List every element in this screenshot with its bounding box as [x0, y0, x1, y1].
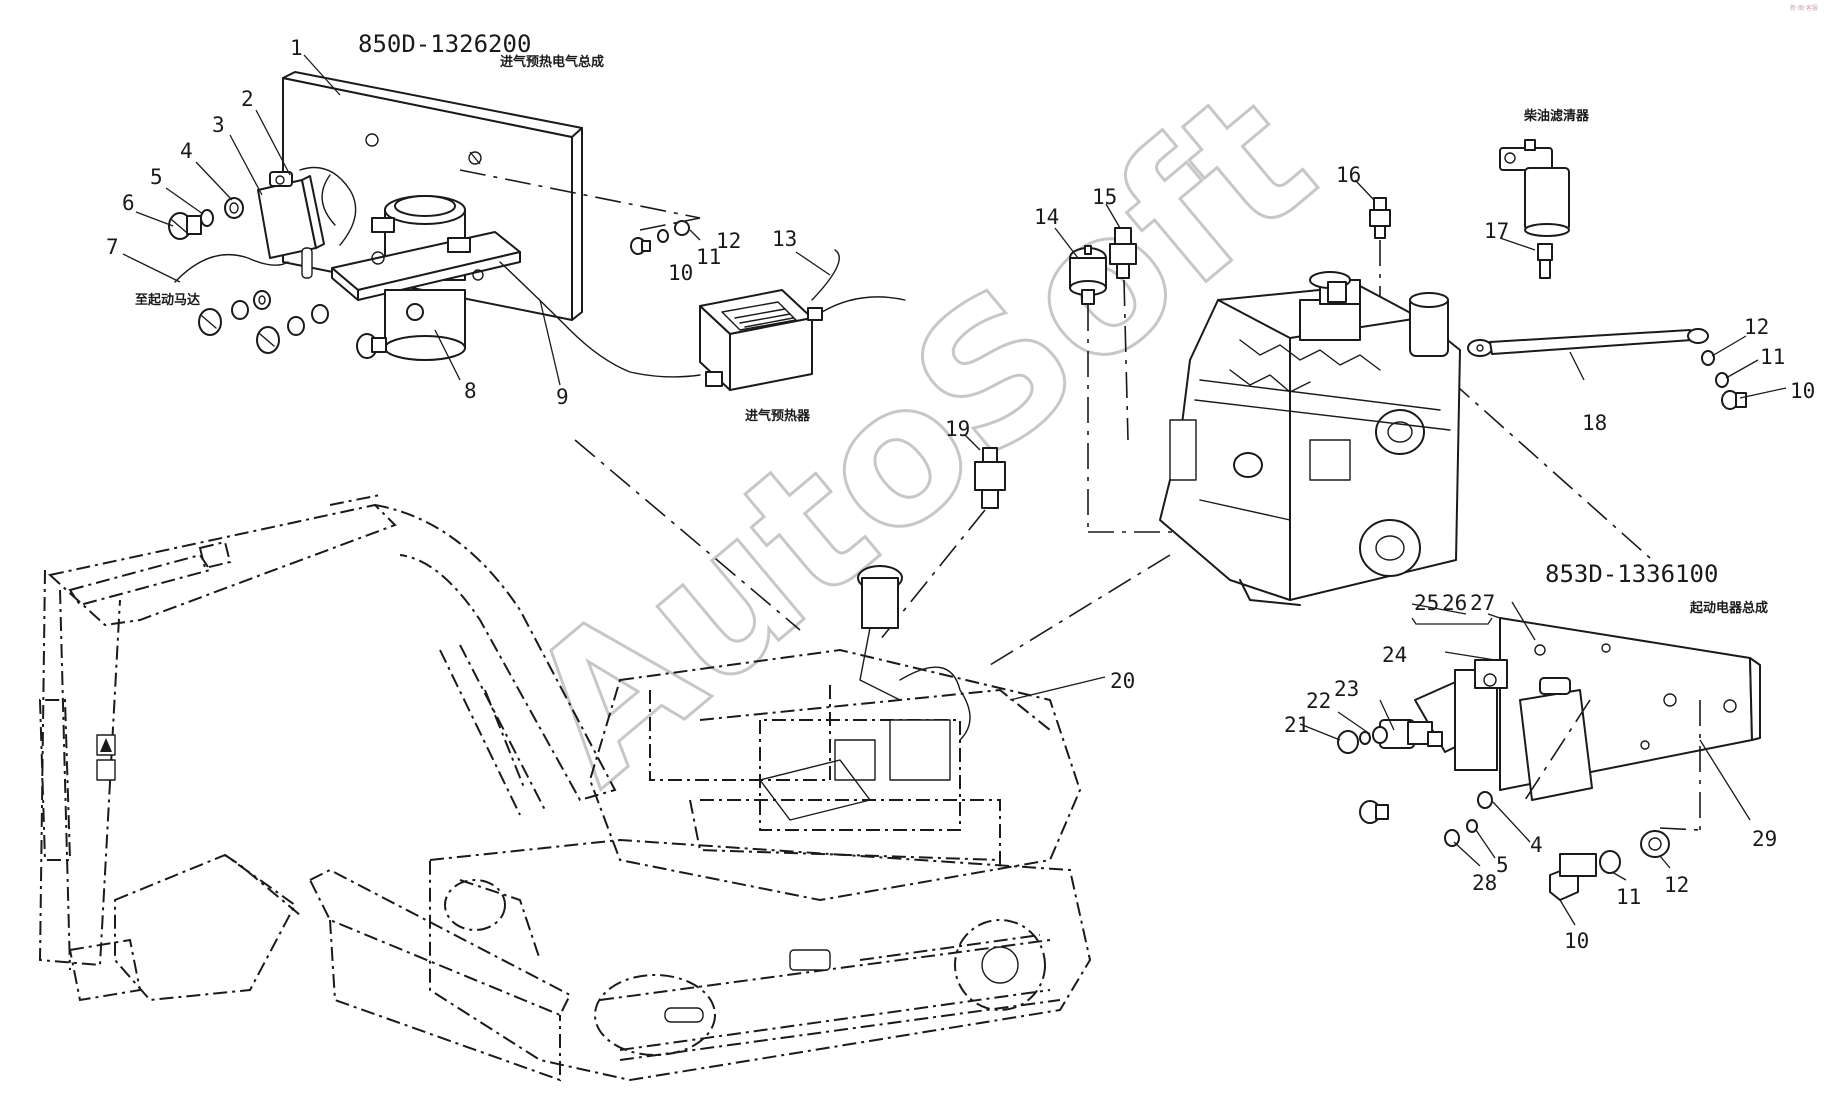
callout-18: 18 — [1582, 411, 1607, 435]
callout-17: 17 — [1484, 219, 1509, 243]
assembly-code-intake: 850D-1326200 — [358, 30, 531, 58]
callout-11-right: 11 — [1760, 345, 1785, 369]
label-to-starter: 至起动马达 — [135, 292, 200, 308]
bolt-set-lower — [256, 304, 329, 354]
callout-4-lower: 4 — [1530, 833, 1543, 857]
label-intake-preheater: 进气预热器 — [745, 408, 811, 424]
callout-14: 14 — [1034, 205, 1059, 229]
callout-29: 29 — [1752, 827, 1777, 851]
callout-11-lower: 11 — [1616, 885, 1641, 909]
callout-27: 27 — [1470, 591, 1495, 615]
callout-15: 15 — [1092, 185, 1117, 209]
bolt-set-10-11-12-right — [1701, 350, 1747, 410]
callout-1: 1 — [290, 36, 303, 60]
callout-7: 7 — [106, 235, 119, 259]
leader-lines — [122, 54, 1787, 926]
assembly-name-starter: 起动电器总成 — [1689, 600, 1768, 616]
callout-10-right: 10 — [1790, 379, 1815, 403]
label-diesel-filter: 柴油滤清器 — [1523, 108, 1590, 124]
callout-22: 22 — [1306, 689, 1331, 713]
callout-9: 9 — [556, 385, 569, 409]
callout-28: 28 — [1472, 871, 1497, 895]
callout-10-lower: 10 — [1564, 929, 1589, 953]
excavator — [38, 494, 1092, 1082]
callout-10: 10 — [668, 261, 693, 285]
assembly-code-starter: 853D-1336100 — [1545, 560, 1718, 588]
preheat-relay-8 — [331, 195, 521, 361]
callout-6: 6 — [122, 191, 135, 215]
diesel-filter: 柴油滤清器 — [1499, 108, 1590, 279]
relay-3 — [257, 166, 357, 279]
callout-16: 16 — [1336, 163, 1361, 187]
callout-12-right: 12 — [1744, 315, 1769, 339]
corner-mark: 新·图·客服 — [1790, 4, 1818, 12]
callout-5-lower: 5 — [1496, 853, 1509, 877]
callout-12-lower: 12 — [1664, 873, 1689, 897]
rod-18 — [1467, 328, 1709, 357]
bracket-25-27 — [1411, 617, 1493, 625]
callout-4: 4 — [180, 139, 193, 163]
assembly-name-intake: 进气预热电气总成 — [500, 54, 604, 70]
callout-23: 23 — [1334, 677, 1359, 701]
sensor-16 — [1369, 197, 1391, 239]
bolt-set-upper — [168, 197, 244, 240]
callout-25: 25 — [1414, 591, 1439, 615]
callout-12: 12 — [716, 229, 741, 253]
callout-13: 13 — [772, 227, 797, 251]
callout-5: 5 — [150, 165, 163, 189]
callout-19: 19 — [945, 417, 970, 441]
intake-preheater-13: 进气预热器 — [699, 249, 906, 424]
callout-8: 8 — [464, 379, 477, 403]
callout-21: 21 — [1284, 713, 1309, 737]
bolt-lower-8 — [356, 333, 387, 359]
starter-relay-assembly: 853D-1336100 起动电器总成 — [1337, 560, 1768, 901]
sensor-15 — [1109, 227, 1137, 279]
callout-26: 26 — [1442, 591, 1467, 615]
callout-24: 24 — [1382, 643, 1407, 667]
engine — [1159, 271, 1461, 606]
callout-2: 2 — [241, 87, 254, 111]
intake-preheat-assembly: 850D-1326200 进气预热电气总成 — [135, 30, 701, 378]
bolt-set-middle — [198, 290, 271, 336]
wire-7 — [174, 254, 289, 283]
bolt-set-10-11-12-top — [630, 220, 690, 255]
callout-3: 3 — [212, 113, 225, 137]
callout-numbers: 1 2 3 4 5 6 7 8 9 10 11 12 13 14 15 16 1… — [106, 36, 1815, 953]
sensor-19 — [974, 447, 1006, 509]
sensor-14 — [1069, 245, 1107, 305]
callout-20: 20 — [1110, 669, 1135, 693]
callout-11: 11 — [696, 245, 721, 269]
